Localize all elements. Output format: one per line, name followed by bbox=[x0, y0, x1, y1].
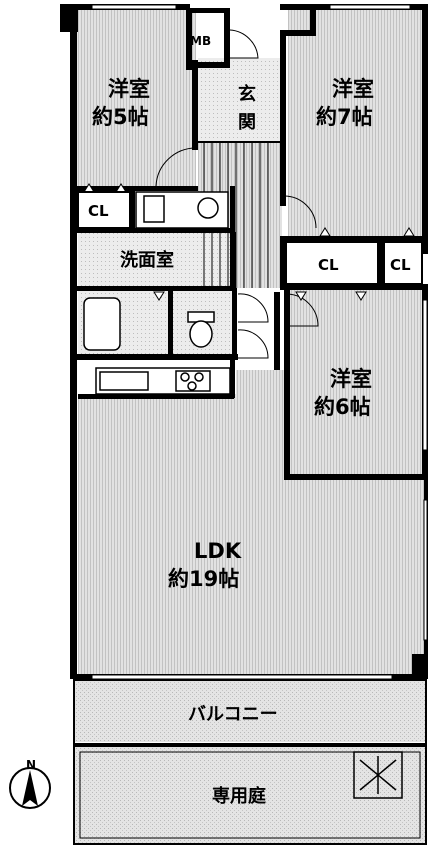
window-nw bbox=[91, 4, 177, 10]
balcony-outline bbox=[73, 679, 427, 745]
wall-nw-bottom-left bbox=[70, 186, 154, 191]
wall-mb-top bbox=[186, 8, 230, 13]
label-western-nw-2: 約5帖 bbox=[92, 105, 149, 129]
closet-e2-box bbox=[383, 241, 423, 285]
bathtub bbox=[83, 297, 121, 351]
floor-fills bbox=[70, 8, 426, 844]
wall-left bbox=[70, 4, 77, 676]
closet-markers bbox=[83, 183, 415, 301]
closet-e1-box bbox=[285, 241, 379, 285]
wall-bath-bottom bbox=[70, 354, 238, 360]
wall-kitchen-right bbox=[230, 358, 235, 398]
garden-inner bbox=[79, 751, 421, 839]
labels: 洋室 約5帖 洋室 約7帖 洋室 約6帖 LDK 約19帖 玄 関 洗面室 MB… bbox=[26, 34, 411, 807]
wall-ne-notch bbox=[310, 4, 316, 36]
label-washroom: 洗面室 bbox=[120, 249, 174, 271]
garden-outline bbox=[73, 745, 427, 845]
compass-arrow-icon bbox=[22, 770, 38, 806]
vanity-sink bbox=[143, 195, 165, 223]
label-western-ne-1: 洋室 bbox=[332, 77, 374, 101]
window-e-right bbox=[422, 299, 428, 451]
wall-ne-bottom bbox=[280, 236, 428, 242]
label-mb: MB bbox=[190, 34, 211, 48]
label-cl-e1: CL bbox=[318, 256, 339, 274]
window-ldk-right bbox=[423, 499, 428, 641]
closets bbox=[77, 191, 423, 285]
wall-cl-row-bottom bbox=[280, 284, 428, 290]
wall-bath-right bbox=[168, 288, 173, 358]
washer-drum bbox=[197, 197, 219, 219]
balcony-unit bbox=[353, 751, 403, 799]
label-western-nw-1: 洋室 bbox=[108, 77, 150, 101]
label-private-garden: 専用庭 bbox=[212, 785, 266, 807]
label-entrance-1: 玄 bbox=[238, 83, 256, 105]
door-e bbox=[287, 293, 319, 327]
wall-wash-right bbox=[230, 232, 236, 288]
wall-cl-divider bbox=[378, 236, 384, 290]
closet-nw-box bbox=[77, 191, 131, 229]
washroom-floor bbox=[78, 230, 236, 288]
burner-2 bbox=[194, 372, 204, 382]
wall-cl-nw-bottom bbox=[70, 228, 234, 233]
garden-floor bbox=[74, 746, 426, 844]
label-ldk-2: 約19帖 bbox=[168, 567, 239, 591]
label-balcony: バルコニー bbox=[188, 704, 278, 725]
hatch-symbol bbox=[359, 756, 397, 794]
label-cl-nw: CL bbox=[88, 202, 109, 220]
door-ne bbox=[283, 195, 317, 229]
wall-ne-left bbox=[280, 30, 286, 206]
room-western-ne-floor bbox=[288, 8, 426, 236]
toilet-bowl bbox=[189, 320, 213, 348]
wall-mb-right bbox=[224, 8, 230, 68]
label-western-e-1: 洋室 bbox=[330, 367, 372, 391]
kitchen-sink bbox=[99, 371, 149, 391]
door-nw bbox=[155, 147, 197, 187]
wall-e-left bbox=[284, 290, 290, 480]
wall-e-bottom bbox=[284, 474, 428, 480]
label-western-e-2: 約6帖 bbox=[314, 395, 371, 419]
balcony-floor bbox=[74, 680, 426, 742]
label-cl-e2: CL bbox=[390, 256, 411, 274]
wall-right-upper bbox=[422, 4, 428, 254]
wall-nw-right bbox=[192, 60, 198, 150]
burner-3 bbox=[187, 381, 197, 391]
label-compass-n: N bbox=[26, 758, 36, 772]
door-mb bbox=[229, 29, 259, 59]
wall-nw-bottom-right bbox=[154, 186, 198, 191]
label-entrance-2: 関 bbox=[238, 112, 256, 133]
window-ldk-bottom bbox=[91, 674, 393, 680]
label-ldk-1: LDK bbox=[194, 539, 242, 563]
fixtures bbox=[83, 191, 231, 395]
wall-ne-top-left bbox=[280, 30, 310, 36]
compass bbox=[9, 767, 51, 809]
door-wash-zigzag bbox=[231, 235, 237, 279]
door-hall-lower bbox=[237, 329, 269, 359]
room-western-nw-floor bbox=[70, 10, 196, 186]
door-toilet bbox=[237, 293, 269, 323]
wall-wash-bottom bbox=[70, 286, 236, 291]
wall-hall-right bbox=[274, 292, 280, 370]
wall-cl-left bbox=[280, 236, 286, 290]
entrance-floor bbox=[198, 58, 282, 142]
ldk-upper-floor bbox=[236, 370, 288, 480]
outdoor bbox=[73, 679, 427, 845]
pillar-se bbox=[412, 654, 428, 678]
wall-kitchen-bottom bbox=[78, 394, 234, 399]
wall-cl-nw-right bbox=[130, 186, 135, 230]
wall-toilet-right bbox=[232, 288, 237, 358]
wall-vanity-right bbox=[230, 186, 235, 232]
wall-mb-left bbox=[186, 8, 192, 70]
burner-1 bbox=[180, 372, 190, 382]
window-ne bbox=[329, 4, 411, 10]
wall-mb-bottom bbox=[186, 62, 230, 68]
label-western-ne-2: 約7帖 bbox=[316, 105, 373, 129]
doors bbox=[155, 29, 319, 359]
